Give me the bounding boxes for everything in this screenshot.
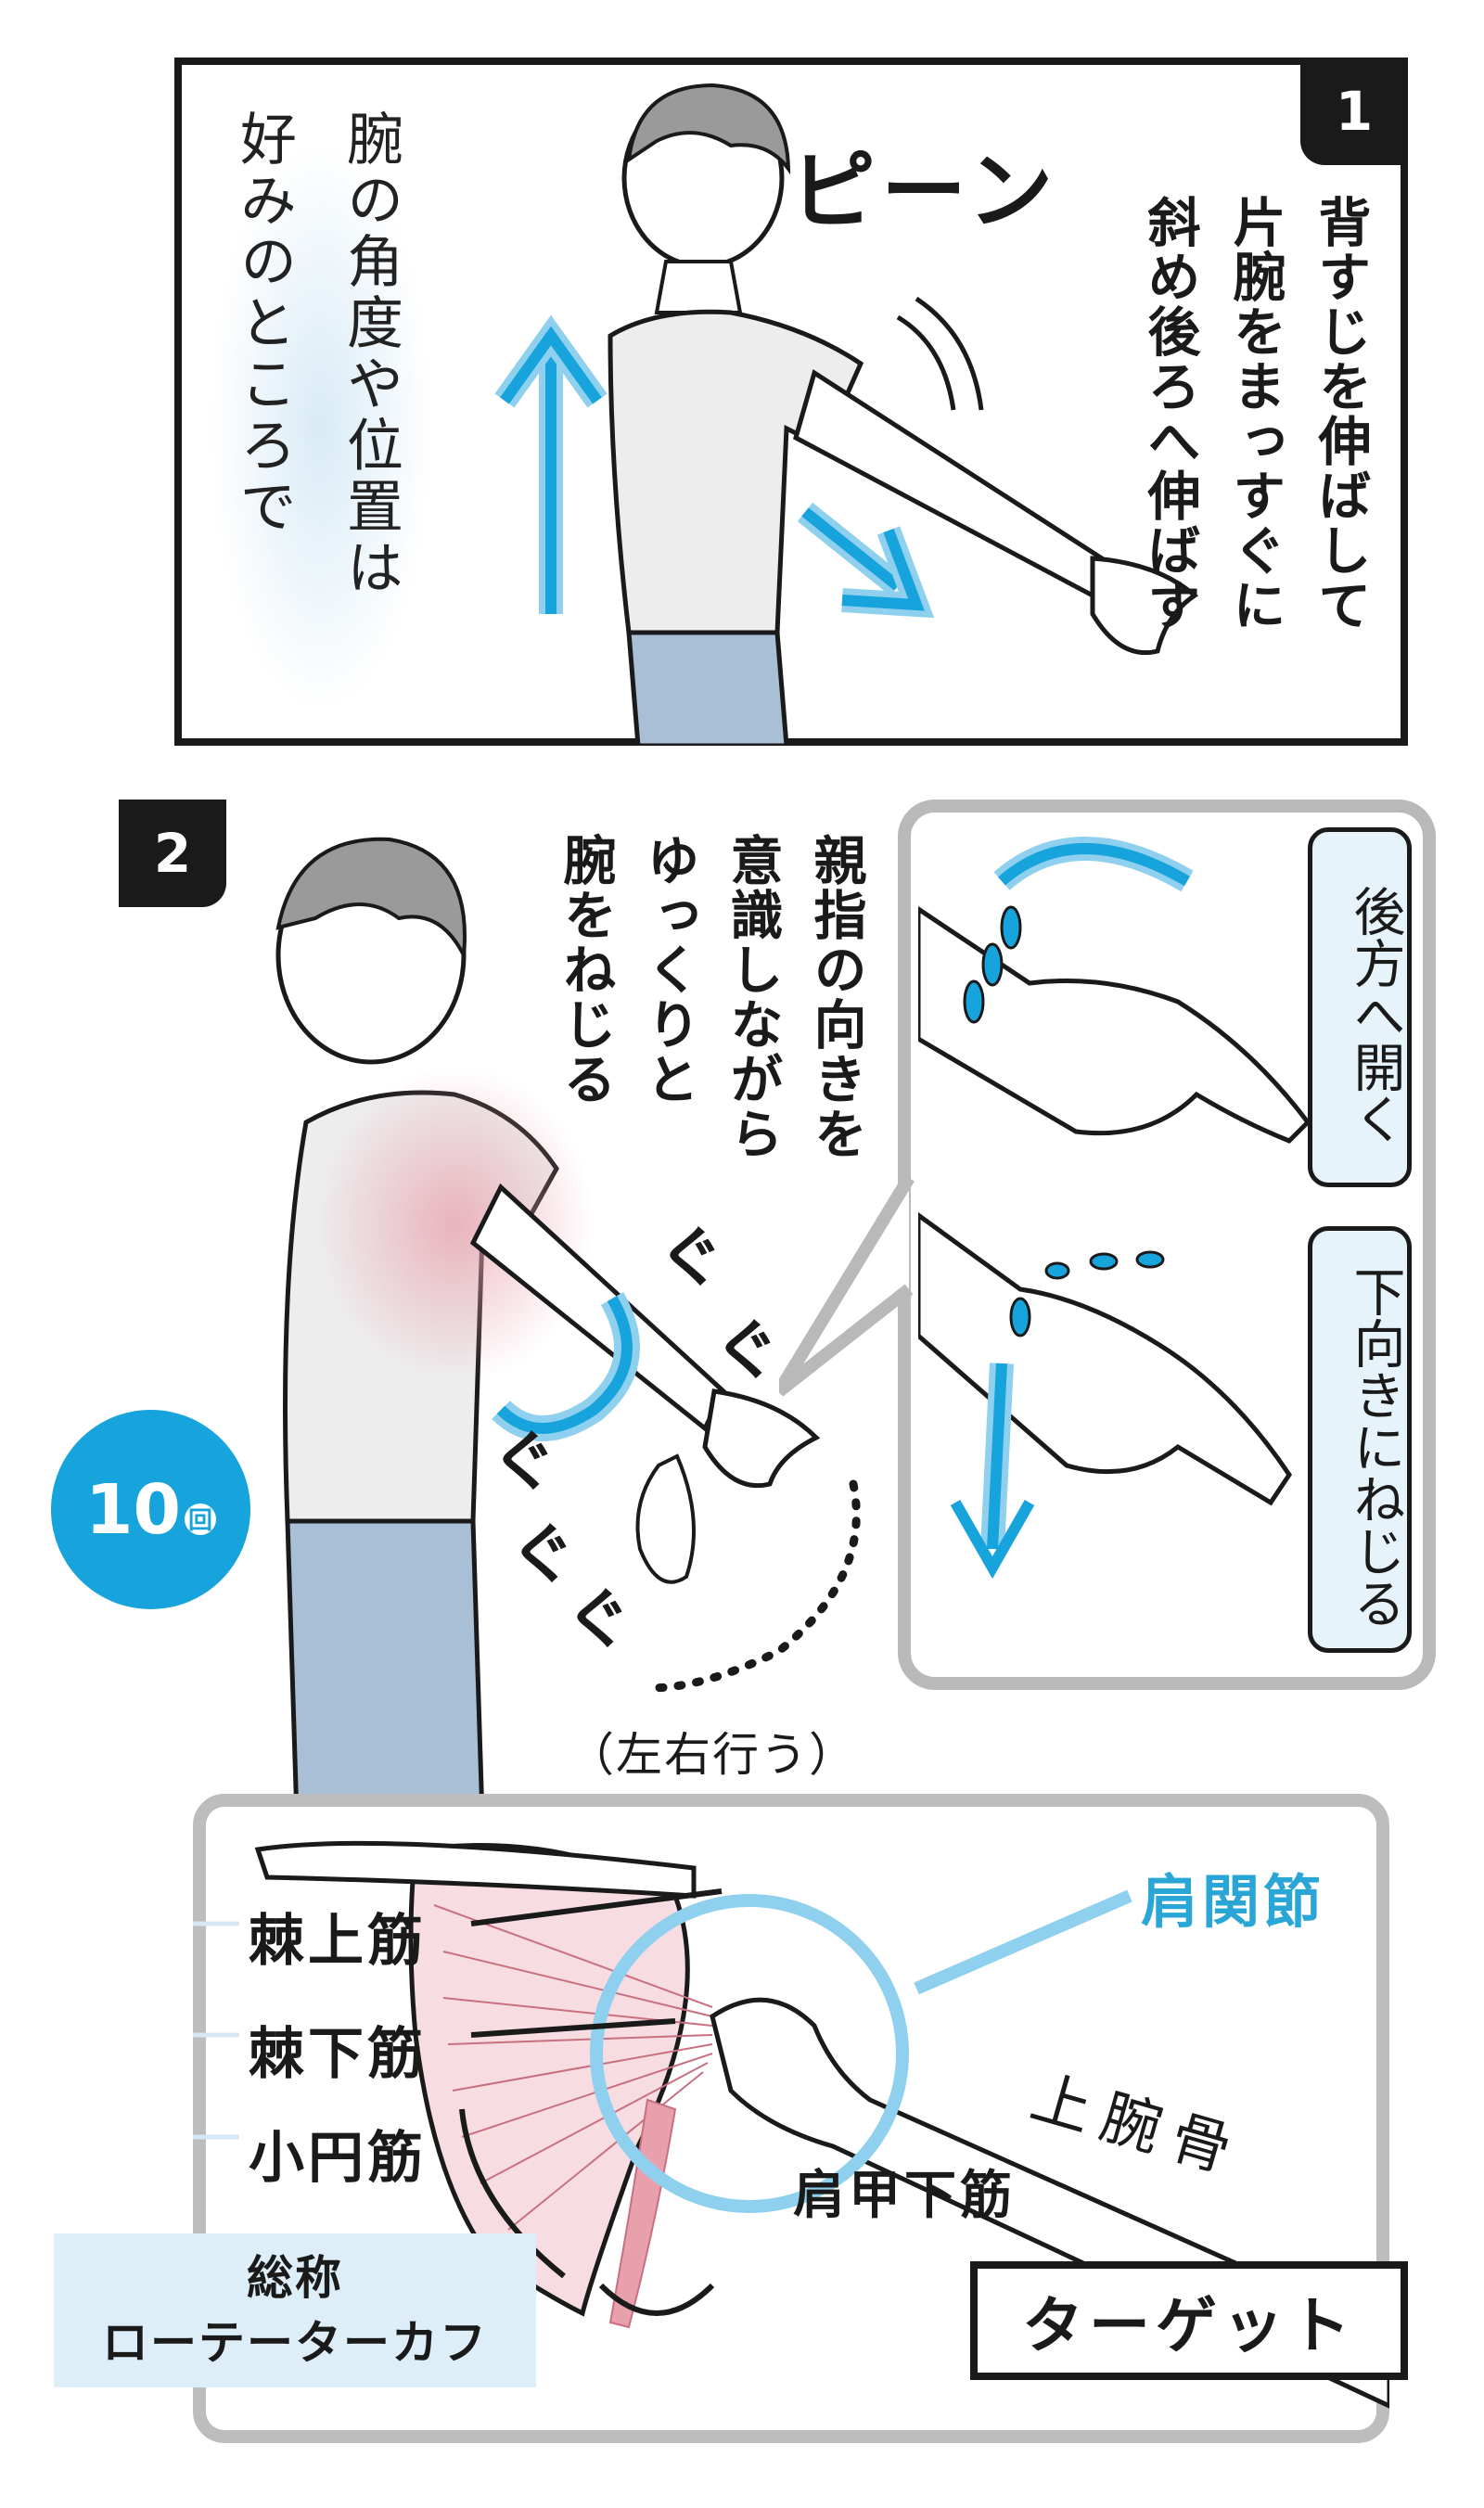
panel-2-instruction: 親指の向きを 意識しながら ゆっくりと 腕をねじる <box>544 833 877 1260</box>
muscle-label-supraspinatus: 棘上筋 <box>249 1909 427 1974</box>
svg-text:ぐ: ぐ <box>566 1581 631 1657</box>
instruction-line-3: ゆっくりと <box>638 833 699 1107</box>
svg-text:ぐ: ぐ <box>714 1312 779 1388</box>
target-label: ターゲット <box>970 2261 1408 2380</box>
instruction-line-2: 片腕をまっすぐに <box>1224 195 1286 633</box>
figure-standing-illustration <box>494 83 1199 746</box>
svg-text:ぐ: ぐ <box>659 1220 723 1296</box>
step-number-1: 1 <box>1300 58 1408 165</box>
muscle-label-infraspinatus: 棘下筋 <box>249 2022 427 2087</box>
both-sides-note: （左右行う） <box>568 1728 857 1782</box>
instruction-line-1: 親指の向きを <box>805 833 866 1161</box>
sound-effect: ピーン <box>790 142 1059 241</box>
instruction-line-3: 斜め後ろへ伸ばす <box>1139 195 1200 633</box>
muscle-label-subscapularis: 肩甲下筋 <box>793 2166 1016 2226</box>
bubble-tail <box>779 1178 915 1397</box>
svg-text:ぐ: ぐ <box>492 1424 556 1500</box>
collective-term-box: 総称 ローテーターカフ <box>54 2233 536 2387</box>
collective-term-heading: 総称 <box>247 2251 343 2305</box>
muscle-label-teres-minor: 小円筋 <box>249 2126 427 2191</box>
panel-1-instruction: 背すじを伸ばして 片腕をまっすぐに 斜め後ろへ伸ばす <box>1127 195 1383 714</box>
collective-term: ローテーターカフ <box>102 2316 488 2370</box>
instruction-line-2: 意識しながら <box>722 833 783 1161</box>
panel-1-note: 腕の角度や位置は 好みのところで <box>210 109 423 740</box>
note-line-2: 好みのところで <box>230 109 296 538</box>
shoulder-joint-label: 肩関節 <box>1141 1868 1325 1936</box>
rotate-back-label: 後方へ開く <box>1308 827 1412 1187</box>
svg-text:ぐ: ぐ <box>510 1516 575 1593</box>
figure-twisting-illustration: ぐ ぐ ぐ ぐ ぐ <box>275 837 861 1818</box>
repetition-count: 10 <box>85 1469 181 1550</box>
hand-detail-illustration <box>918 837 1308 1580</box>
repetition-unit: 回 <box>184 1503 216 1535</box>
note-highlight <box>210 139 432 714</box>
note-line-1: 腕の角度や位置は <box>337 109 403 599</box>
instruction-line-4: 腕をねじる <box>555 833 616 1107</box>
repetition-badge: 10 回 <box>51 1410 250 1609</box>
step-number-2: 2 <box>119 800 226 907</box>
rotate-down-label: 下向きにねじる <box>1308 1226 1412 1653</box>
instruction-line-1: 背すじを伸ばして <box>1310 195 1371 633</box>
